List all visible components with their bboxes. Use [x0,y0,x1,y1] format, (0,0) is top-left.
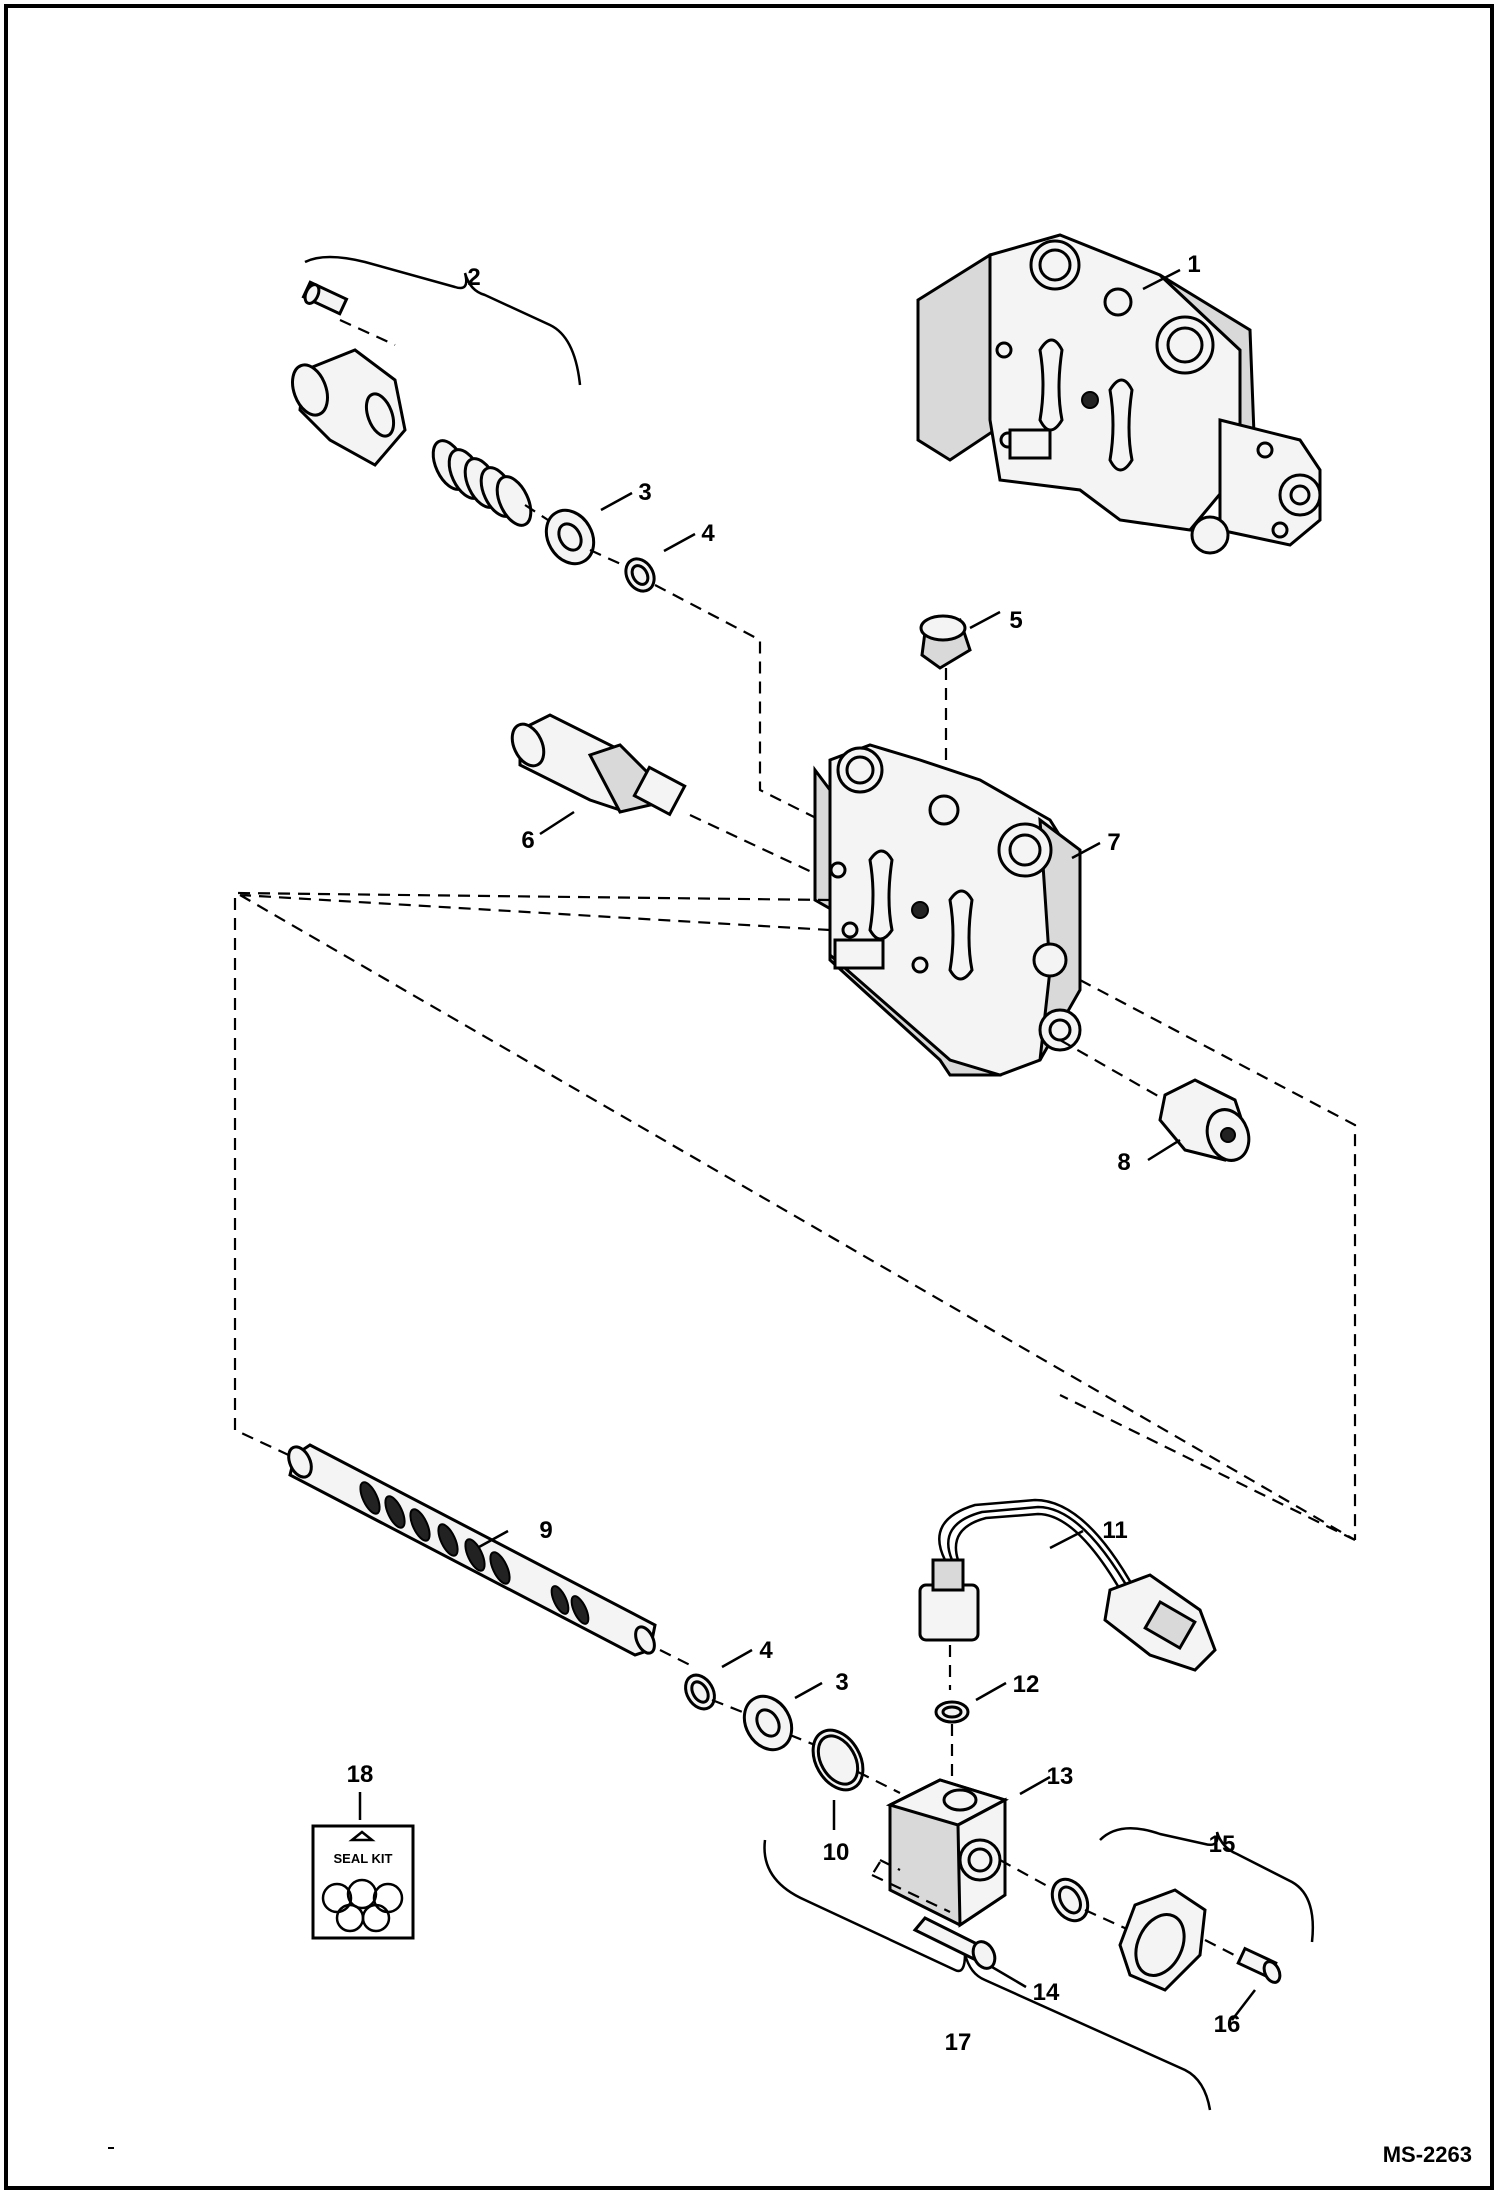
part-7-valve-section [813,743,1082,1077]
callout-5: 5 [1009,607,1022,634]
callout-2: 2 [467,264,480,291]
callout-13: 13 [1047,1763,1074,1790]
callout-11: 11 [1102,1517,1127,1544]
callout-10: 10 [823,1839,850,1866]
callout-7: 7 [1107,829,1120,856]
callout-4-top: 4 [701,520,715,547]
part-2-spool-cap-assembly [291,280,533,527]
brace-part-15 [1099,1827,1314,1943]
callout-1: 1 [1187,251,1200,278]
spool-bore-dashed-path [233,891,1356,1541]
callout-3-bottom: 3 [835,1669,848,1696]
part-16-screw [1236,1946,1282,1984]
seal-kit-label: SEAL KIT [334,1851,393,1866]
part-15-end-cover [1118,1888,1207,1992]
part-9-spool [287,1443,657,1657]
leader-lines [358,268,1256,2021]
part-11-switch-harness [918,1498,1217,1672]
spring [431,439,533,527]
callout-8: 8 [1117,1149,1130,1176]
part-13-adapter-block [885,1778,1009,1928]
callout-14: 14 [1033,1979,1060,2006]
part-14-bolt [912,1916,997,1970]
callout-17: 17 [945,2029,972,2056]
callout-18: 18 [347,1761,374,1788]
part-6-relief-valve [510,713,687,817]
callout-6: 6 [521,827,534,854]
part-8-port-plug [1158,1078,1251,1162]
page-border [4,4,1494,2190]
brace-part-17 [763,1839,1212,2111]
callouts: 1 2 3 4 5 6 7 8 9 4 3 10 11 12 13 14 15 … [347,251,1241,2056]
callout-15: 15 [1209,1831,1236,1858]
callout-16: 16 [1214,2011,1241,2038]
diagram-id: MS-2263 [1383,2142,1472,2167]
brace-part-2 [304,255,582,386]
callout-12: 12 [1013,1671,1040,1698]
part-1-valve-assembly [916,233,1322,555]
callout-9: 9 [539,1517,552,1544]
part-5-plug [919,614,972,670]
callout-4-bottom: 4 [759,1637,773,1664]
callout-3-top: 3 [638,479,651,506]
part-18-seal-kit: SEAL KIT [311,1824,415,1940]
